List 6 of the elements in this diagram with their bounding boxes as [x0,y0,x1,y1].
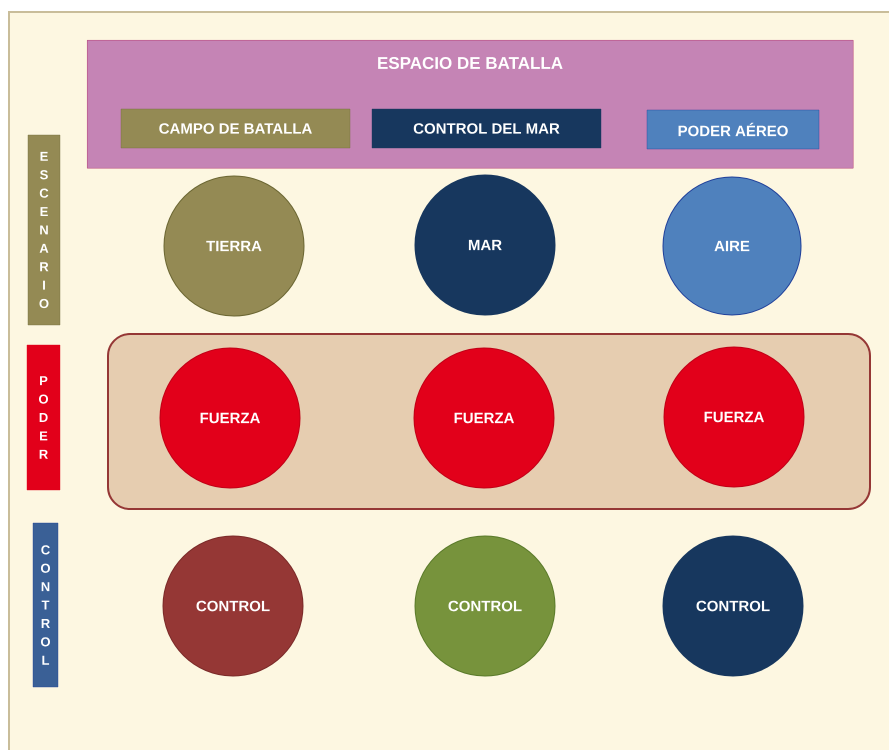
side-band: ESCENARIO [28,134,60,326]
label-box: PODER AÉREO [646,110,820,150]
label-box: CAMPO DE BATALLA [120,108,350,148]
side-band: PODER [26,344,60,490]
side-band: CONTROL [32,522,58,688]
label-box: CONTROL DEL MAR [372,108,602,148]
